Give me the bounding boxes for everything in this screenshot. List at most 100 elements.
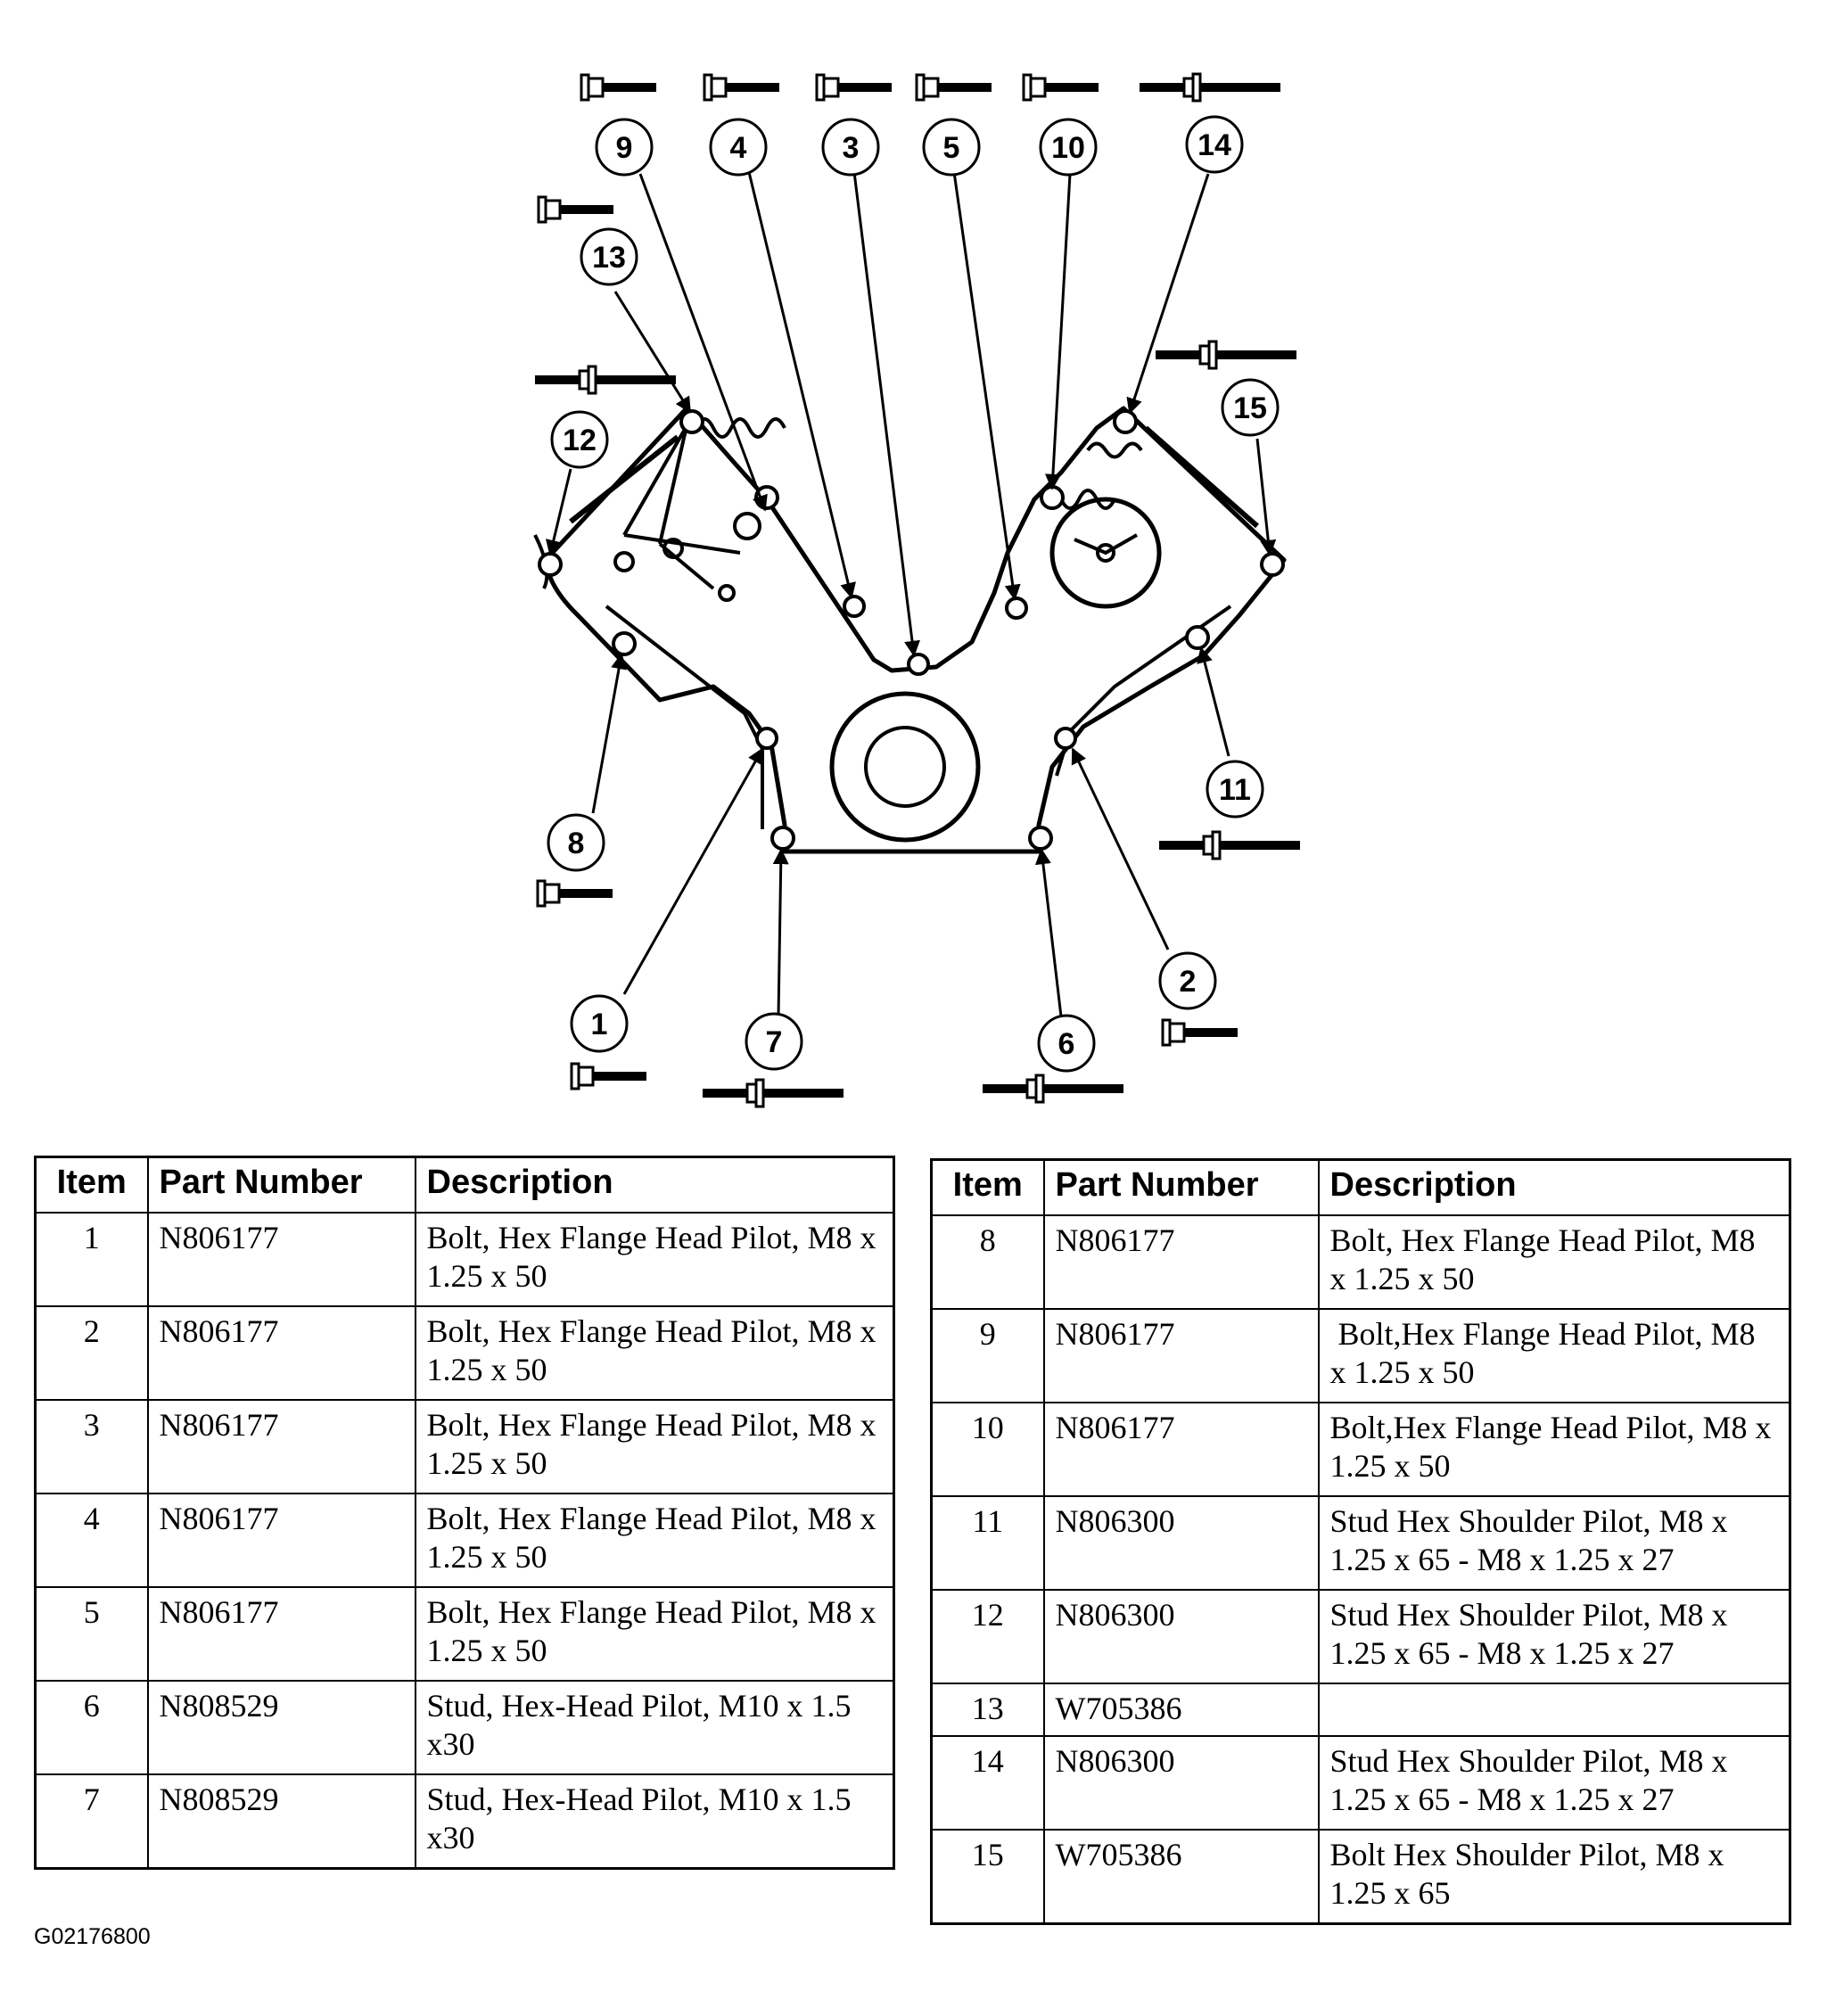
tensioner-pulley [1049, 497, 1162, 609]
cell-description: Stud, Hex-Head Pilot, M10 x 1.5 x30 [414, 1680, 895, 1775]
cell-description: Bolt, Hex Flange Head Pilot, M8 x 1.25 x… [1317, 1214, 1791, 1310]
cell-part-number: N806177 [146, 1305, 416, 1401]
bolt-icon-2 [1161, 1018, 1239, 1047]
stud-icon-6 [981, 1074, 1125, 1104]
figure-code: G02176800 [34, 1924, 151, 1949]
table-row: 10 N806177 Bolt,Hex Flange Head Pilot, M… [930, 1402, 1791, 1497]
cell-item: 11 [930, 1495, 1045, 1591]
cell-part-number: N806300 [1042, 1495, 1320, 1591]
callout-label-13: 13 [592, 241, 626, 275]
stud-icon-12 [533, 365, 678, 395]
table-row: 14 N806300 Stud Hex Shoulder Pilot, M8 x… [930, 1735, 1791, 1831]
cell-description: Stud, Hex-Head Pilot, M10 x 1.5 x30 [414, 1773, 895, 1870]
callout-13 [580, 227, 638, 286]
callout-15 [1221, 378, 1280, 437]
callout-7 [745, 1012, 803, 1071]
table-row: 11 N806300 Stud Hex Shoulder Pilot, M8 x… [930, 1495, 1791, 1591]
cell-item: 3 [34, 1399, 149, 1494]
callout-3 [821, 118, 880, 177]
cell-item: 1 [34, 1212, 149, 1307]
header-item: Item [34, 1156, 149, 1214]
cell-description: Bolt,Hex Flange Head Pilot, M8 x 1.25 x … [1317, 1402, 1791, 1497]
bolt-holes [538, 409, 1285, 851]
callout-9 [595, 118, 654, 177]
table-row: 7 N808529 Stud, Hex-Head Pilot, M10 x 1.… [34, 1773, 895, 1870]
callout-label-1: 1 [591, 1008, 608, 1041]
leader-lines [546, 171, 1277, 1017]
cell-part-number: N806177 [1042, 1214, 1320, 1310]
table-row: 2 N806177 Bolt, Hex Flange Head Pilot, M… [34, 1305, 895, 1401]
header-description: Description [1317, 1158, 1791, 1216]
cell-description: Bolt,Hex Flange Head Pilot, M8 x 1.25 x … [1317, 1308, 1791, 1403]
table-row: 13 W705386 [930, 1683, 1791, 1737]
stud-icon-14 [1138, 72, 1282, 103]
callout-label-11: 11 [1219, 773, 1251, 807]
callout-8 [547, 813, 605, 872]
cell-part-number: N806300 [1042, 1589, 1320, 1684]
callout-label-5: 5 [943, 131, 960, 165]
callout-label-2: 2 [1180, 965, 1197, 999]
callout-label-9: 9 [616, 131, 633, 165]
stud-icon-7 [701, 1078, 845, 1108]
cell-part-number: N806177 [146, 1399, 416, 1494]
callout-label-10: 10 [1051, 131, 1085, 165]
header-part-number: Part Number [146, 1156, 416, 1214]
cell-part-number: N806177 [146, 1586, 416, 1682]
cell-item: 15 [930, 1829, 1045, 1925]
callout-circles [547, 115, 1280, 1073]
header-item: Item [930, 1158, 1045, 1216]
callout-label-6: 6 [1058, 1027, 1075, 1061]
cell-description: Stud Hex Shoulder Pilot, M8 x 1.25 x 65 … [1317, 1495, 1791, 1591]
header-description: Description [414, 1156, 895, 1214]
cell-part-number: N806177 [146, 1493, 416, 1588]
callout-14 [1185, 115, 1244, 174]
table-row: 3 N806177 Bolt, Hex Flange Head Pilot, M… [34, 1399, 895, 1494]
cell-item: 14 [930, 1735, 1045, 1831]
bolt-icon-1 [570, 1062, 648, 1090]
stud-icon-15 [1154, 340, 1298, 370]
cell-description: Stud Hex Shoulder Pilot, M8 x 1.25 x 65 … [1317, 1735, 1791, 1831]
cell-part-number: N806177 [146, 1212, 416, 1307]
callout-5 [922, 118, 981, 177]
cell-item: 7 [34, 1773, 149, 1870]
cell-item: 10 [930, 1402, 1045, 1497]
table-row: 1 N806177 Bolt, Hex Flange Head Pilot, M… [34, 1212, 895, 1307]
table-row: 12 N806300 Stud Hex Shoulder Pilot, M8 x… [930, 1589, 1791, 1684]
callout-label-14: 14 [1197, 128, 1231, 162]
cell-item: 9 [930, 1308, 1045, 1403]
table-row: 8 N806177 Bolt, Hex Flange Head Pilot, M… [930, 1214, 1791, 1310]
table-header-row: Item Part Number Description [34, 1156, 895, 1214]
cell-part-number: N808529 [146, 1773, 416, 1870]
cell-part-number: N806300 [1042, 1735, 1320, 1831]
bolt-icon-13 [537, 195, 615, 224]
callout-11 [1206, 760, 1264, 819]
parts-table-right: Item Part Number Description 8 N806177 B… [930, 1158, 1791, 1925]
crankshaft-seal [829, 691, 981, 843]
cell-item: 12 [930, 1589, 1045, 1684]
callout-label-8: 8 [568, 827, 585, 860]
cell-part-number: N806177 [1042, 1308, 1320, 1403]
cell-description [1317, 1683, 1791, 1737]
cell-description: Bolt, Hex Flange Head Pilot, M8 x 1.25 x… [414, 1305, 895, 1401]
cell-item: 6 [34, 1680, 149, 1775]
cell-part-number: N806177 [1042, 1402, 1320, 1497]
callout-label-3: 3 [843, 131, 860, 165]
callout-12 [550, 410, 609, 469]
cell-description: Bolt Hex Shoulder Pilot, M8 x 1.25 x 65 [1317, 1829, 1791, 1925]
table-row: 9 N806177 Bolt,Hex Flange Head Pilot, M8… [930, 1308, 1791, 1403]
callout-2 [1158, 951, 1217, 1010]
stud-icon-11 [1157, 830, 1302, 860]
bolt-icon-4 [703, 73, 781, 102]
fastener-icons [533, 72, 1302, 1108]
cell-description: Bolt, Hex Flange Head Pilot, M8 x 1.25 x… [414, 1493, 895, 1588]
cell-description: Bolt, Hex Flange Head Pilot, M8 x 1.25 x… [414, 1399, 895, 1494]
table-row: 5 N806177 Bolt, Hex Flange Head Pilot, M… [34, 1586, 895, 1682]
cell-part-number: W705386 [1042, 1683, 1320, 1737]
cell-item: 8 [930, 1214, 1045, 1310]
cell-description: Bolt, Hex Flange Head Pilot, M8 x 1.25 x… [414, 1586, 895, 1682]
cell-item: 4 [34, 1493, 149, 1588]
bolt-icon-5 [915, 73, 993, 102]
table-row: 15 W705386 Bolt Hex Shoulder Pilot, M8 x… [930, 1829, 1791, 1925]
bolt-icon-10 [1022, 73, 1100, 102]
cell-description: Bolt, Hex Flange Head Pilot, M8 x 1.25 x… [414, 1212, 895, 1307]
